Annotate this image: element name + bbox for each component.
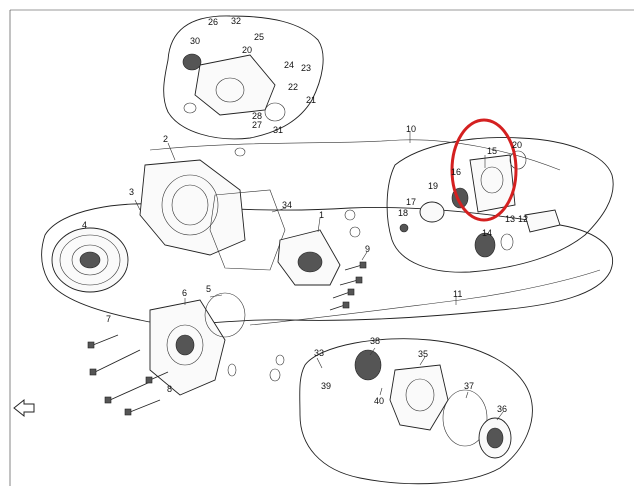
callout-20-right: 20	[512, 140, 522, 150]
callout-39: 39	[321, 381, 331, 391]
bottom-right-assembly	[354, 349, 512, 459]
callout-40: 40	[374, 396, 384, 406]
bolts	[87, 261, 367, 416]
callout-12: 12	[518, 214, 528, 224]
callout-1: 1	[319, 210, 324, 220]
ring-gear	[51, 227, 129, 293]
callout-33: 33	[314, 348, 324, 358]
group-outline-right	[386, 137, 614, 273]
callout-8: 8	[167, 384, 172, 394]
washers	[227, 147, 361, 382]
callout-labels: 1 2 3 4 5 6 7 8 9 10 11 12 13 14 15 16 1…	[82, 16, 528, 414]
callout-23: 23	[301, 63, 311, 73]
callout-30: 30	[190, 36, 200, 46]
arrow-left-icon[interactable]	[13, 398, 35, 418]
cover-part-6	[149, 299, 226, 396]
callout-17: 17	[406, 197, 416, 207]
callout-18: 18	[398, 208, 408, 218]
gasket-34	[209, 189, 286, 271]
group-outline-top	[163, 15, 324, 140]
callout-7: 7	[106, 314, 111, 324]
callout-37: 37	[464, 381, 474, 391]
callout-6: 6	[182, 288, 187, 298]
callout-20-top: 20	[242, 45, 252, 55]
callout-26: 26	[208, 17, 218, 27]
callout-38: 38	[370, 336, 380, 346]
callout-10: 10	[406, 124, 416, 134]
callout-27: 27	[252, 120, 262, 130]
callout-35: 35	[418, 349, 428, 359]
callout-14: 14	[482, 228, 492, 238]
line-10	[149, 139, 561, 171]
callout-9: 9	[365, 244, 370, 254]
callout-34: 34	[282, 200, 292, 210]
callout-24: 24	[284, 60, 294, 70]
callout-36: 36	[497, 404, 507, 414]
right-assembly	[399, 150, 561, 258]
callout-28: 28	[252, 111, 262, 121]
callout-21: 21	[306, 95, 316, 105]
bracket-part-1	[277, 229, 341, 286]
callout-16: 16	[451, 167, 461, 177]
leader-lines	[134, 132, 504, 421]
group-outline-main	[41, 203, 613, 325]
callout-3: 3	[129, 187, 134, 197]
group-outline-bottom-right	[299, 338, 533, 485]
callout-5: 5	[206, 284, 211, 294]
callout-2: 2	[163, 134, 168, 144]
line-11	[249, 269, 601, 326]
callout-19: 19	[428, 181, 438, 191]
callout-22: 22	[288, 82, 298, 92]
callout-31: 31	[273, 125, 283, 135]
callout-4: 4	[82, 220, 87, 230]
top-assembly	[182, 53, 286, 122]
callout-32: 32	[231, 16, 241, 26]
o-ring-5	[204, 292, 246, 338]
callout-11: 11	[453, 289, 462, 299]
housing-part-2	[139, 159, 246, 256]
callout-13: 13	[505, 214, 515, 224]
callout-15: 15	[487, 146, 497, 156]
highlight-circle	[450, 118, 518, 222]
callout-25: 25	[254, 32, 264, 42]
